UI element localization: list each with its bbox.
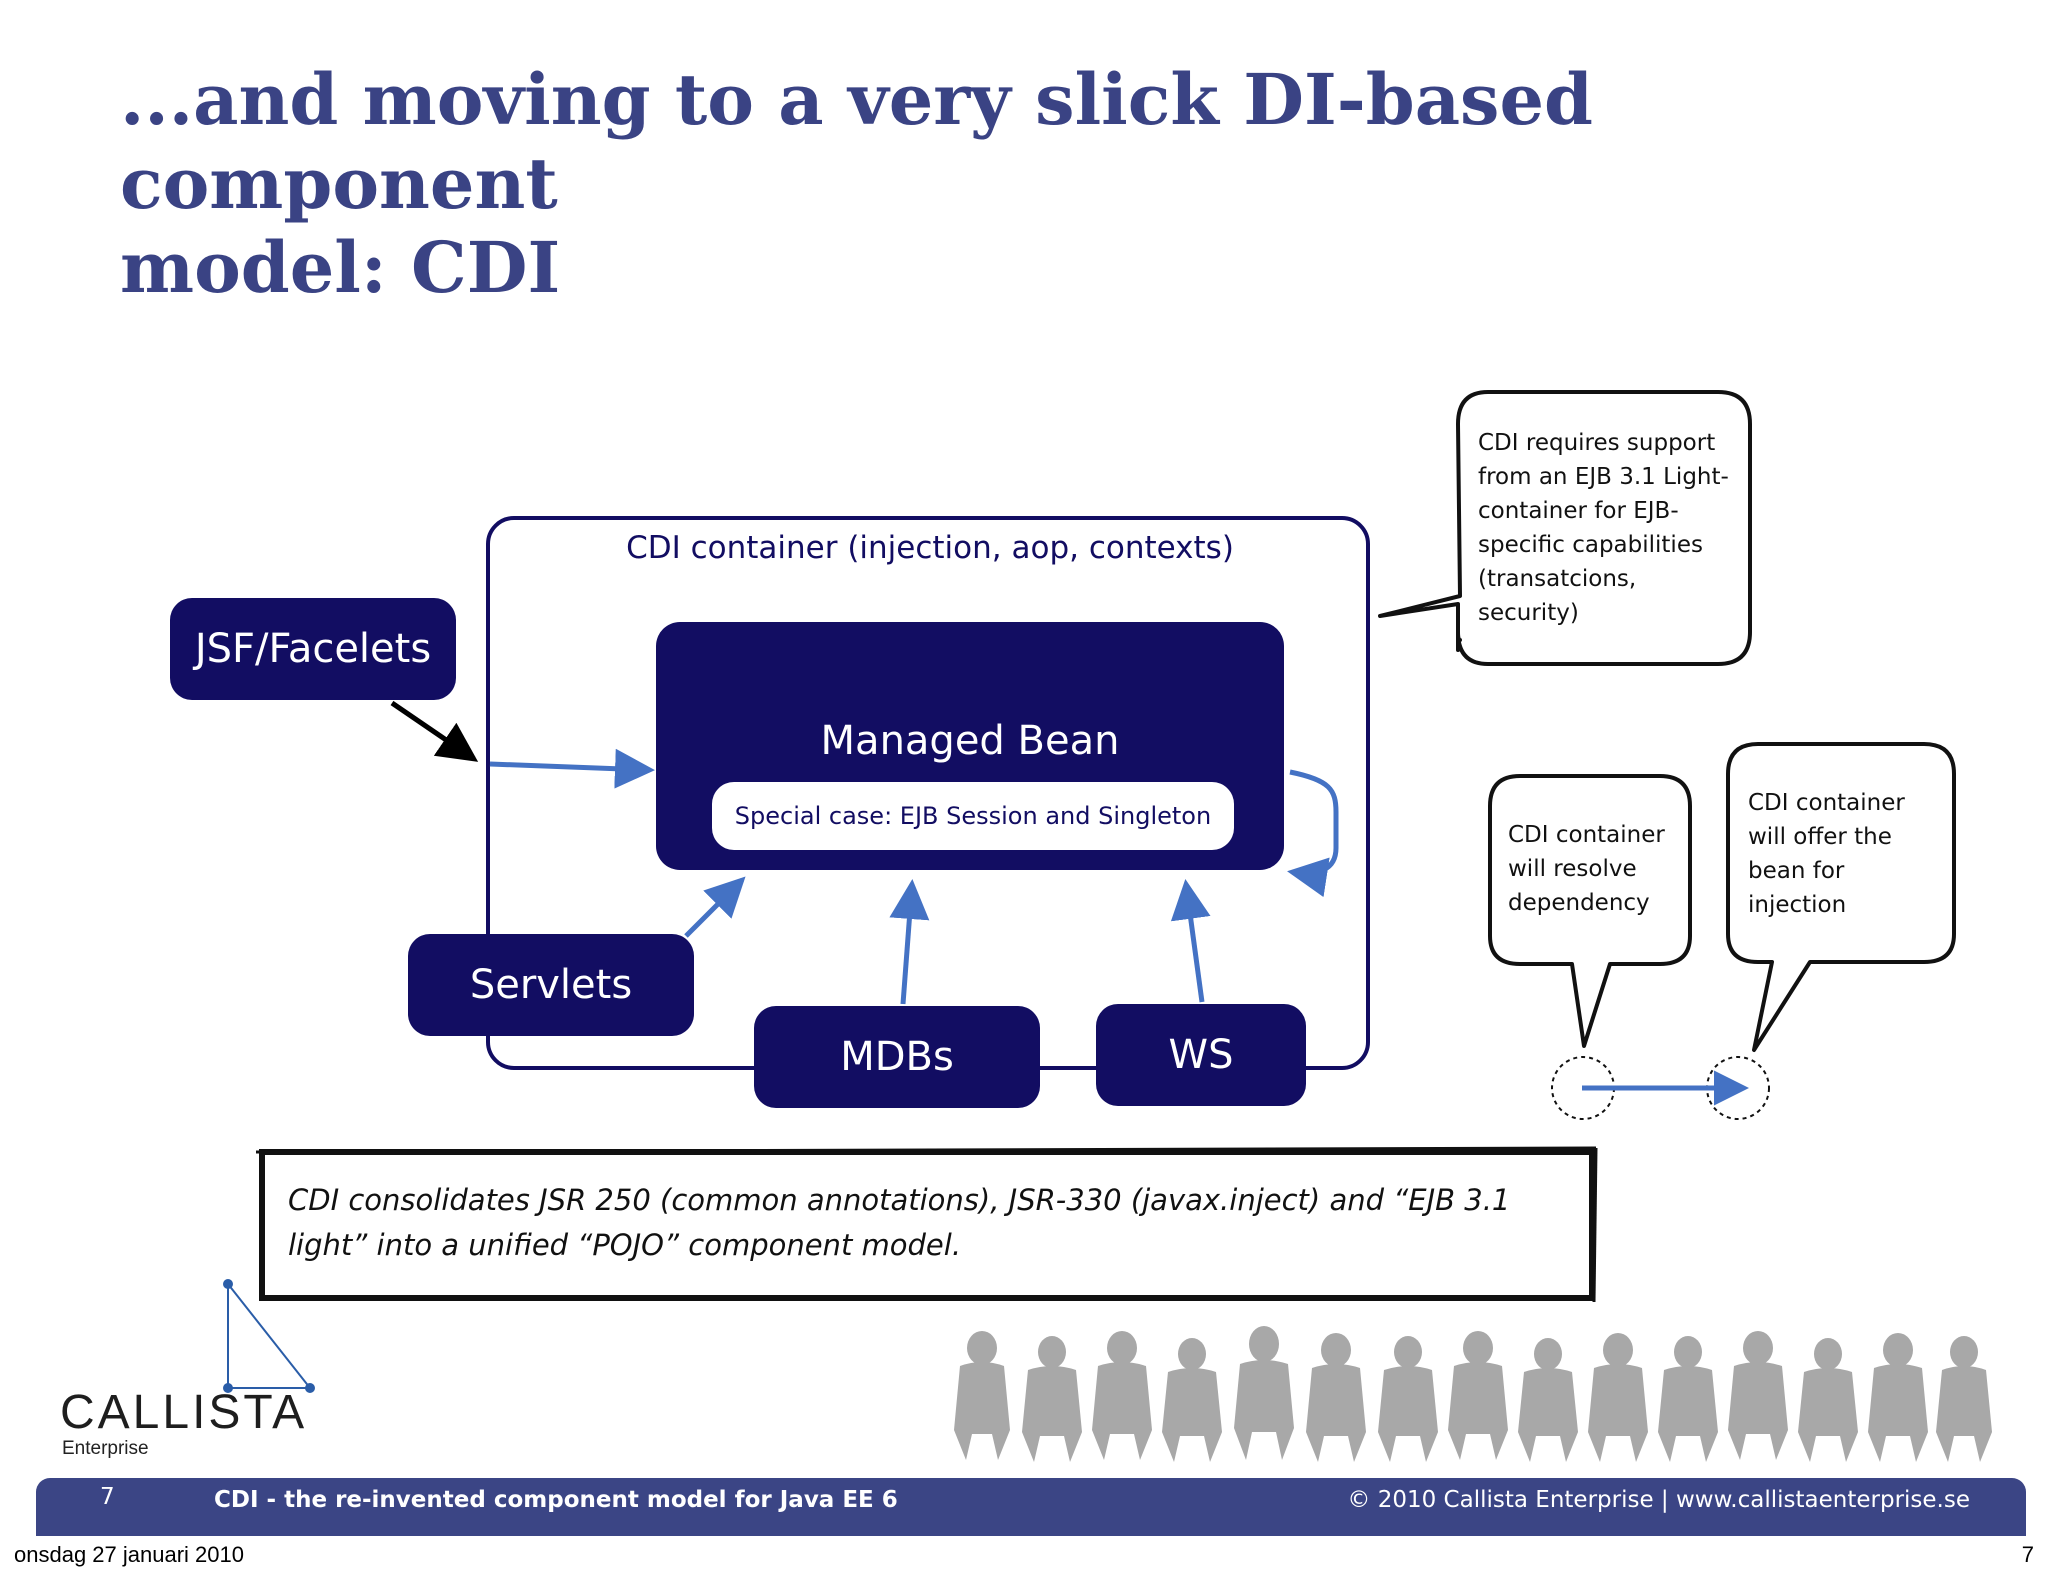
ws-arrow: [1170, 879, 1211, 1003]
callout-offer: CDI container will offer the bean for in…: [1748, 790, 1905, 918]
inject-arrow: [489, 748, 655, 789]
page-title: ...and moving to a very slick DI-based c…: [120, 58, 1820, 310]
print-page-number: 7: [2021, 1542, 2034, 1567]
cdi-container-label: CDI container (injection, aop, contexts): [626, 530, 1234, 566]
jsf-arrow: [390, 700, 479, 762]
title-line-2: model: CDI: [120, 226, 561, 309]
callista-logo: CALLISTA: [60, 1386, 308, 1439]
title-line-1: ...and moving to a very slick DI-based c…: [120, 58, 1593, 225]
self-loop-arrow: [1287, 769, 1339, 898]
speech-bubble-offer: [1726, 742, 1956, 1052]
speech-bubble-resolve: [1488, 774, 1692, 1048]
callista-logo-mark: [223, 1279, 315, 1393]
special-case-label: Special case: EJB Session and Singleton: [712, 782, 1234, 850]
managed-bean-label: Managed Bean: [820, 718, 1120, 764]
callout-resolve: CDI container will resolve dependency: [1508, 822, 1665, 916]
jsf-facelets-box: JSF/Facelets: [170, 598, 456, 700]
footer-bar: [36, 1478, 2026, 1536]
speech-bubble-ejb: [1378, 390, 1752, 666]
mdbs-box: MDBs: [754, 1006, 1040, 1108]
summary-note: CDI consolidates JSR 250 (common annotat…: [288, 1183, 1511, 1262]
note-frame: [259, 1149, 1595, 1301]
servlets-box: Servlets: [408, 934, 694, 1036]
footer-copyright: © 2010 Callista Enterprise | www.callist…: [1347, 1487, 1970, 1513]
ws-box: WS: [1096, 1004, 1306, 1106]
callista-logo-sub: Enterprise: [62, 1438, 149, 1459]
footer-presentation-title: CDI - the re-invented component model fo…: [214, 1487, 898, 1513]
print-date: onsdag 27 januari 2010: [14, 1542, 244, 1567]
servlets-arrow: [684, 876, 746, 938]
people-silhouettes-icon: [954, 1326, 1992, 1462]
mdbs-arrow: [889, 879, 930, 1005]
footer-slide-number: 7: [100, 1484, 115, 1510]
callout-ejb-support: CDI requires support from an EJB 3.1 Lig…: [1478, 430, 1729, 626]
